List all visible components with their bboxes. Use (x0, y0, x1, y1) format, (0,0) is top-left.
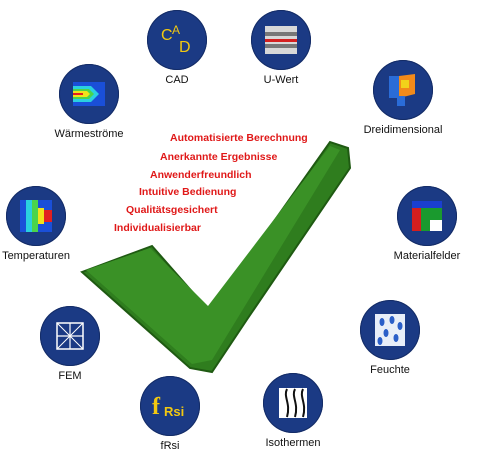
3d-model-icon (373, 60, 433, 120)
heat-flow-icon (59, 64, 119, 124)
node-label: FEM (58, 370, 82, 382)
node-waermestroeme[interactable]: Wärmeströme (29, 64, 149, 140)
feature-item: Anwenderfreundlich (150, 169, 252, 181)
mesh-icon (40, 306, 100, 366)
node-fem[interactable]: FEM (10, 306, 130, 382)
feature-item: Individualisierbar (114, 222, 201, 234)
svg-text:D: D (179, 39, 191, 56)
node-label: Temperaturen (2, 250, 70, 262)
node-cad[interactable]: C A D CAD (117, 10, 237, 86)
feature-item: Anerkannte Ergebnisse (160, 151, 278, 163)
node-frsi[interactable]: f Rsi fRsi (110, 376, 230, 452)
node-label: U-Wert (263, 74, 299, 86)
u-value-icon (251, 10, 311, 70)
node-label: fRsi (160, 440, 180, 452)
frsi-icon: f Rsi (140, 376, 200, 436)
node-label: Materialfelder (393, 250, 461, 262)
node-materialfelder[interactable]: Materialfelder (367, 186, 480, 262)
material-fields-icon (397, 186, 457, 246)
moisture-icon (360, 300, 420, 360)
node-isothermen[interactable]: Isothermen (233, 373, 353, 449)
svg-text:Rsi: Rsi (164, 404, 184, 419)
node-label: CAD (165, 74, 189, 86)
feature-item: Automatisierte Berechnung (170, 132, 308, 144)
node-label: Dreidimensional (363, 124, 443, 136)
node-temperaturen[interactable]: Temperaturen (0, 186, 96, 262)
temperature-field-icon (6, 186, 66, 246)
node-label: Isothermen (265, 437, 321, 449)
svg-text:A: A (172, 23, 180, 37)
feature-item: Intuitive Bedienung (139, 186, 237, 198)
svg-text:f: f (152, 394, 161, 420)
isotherms-icon (263, 373, 323, 433)
node-feuchte[interactable]: Feuchte (330, 300, 450, 376)
node-dreidimensional[interactable]: Dreidimensional (343, 60, 463, 136)
node-u-wert[interactable]: U-Wert (221, 10, 341, 86)
node-label: Feuchte (370, 364, 410, 376)
node-label: Wärmeströme (54, 128, 124, 140)
cad-icon: C A D (147, 10, 207, 70)
feature-item: Qualitätsgesichert (126, 204, 218, 216)
svg-text:C: C (161, 27, 173, 44)
